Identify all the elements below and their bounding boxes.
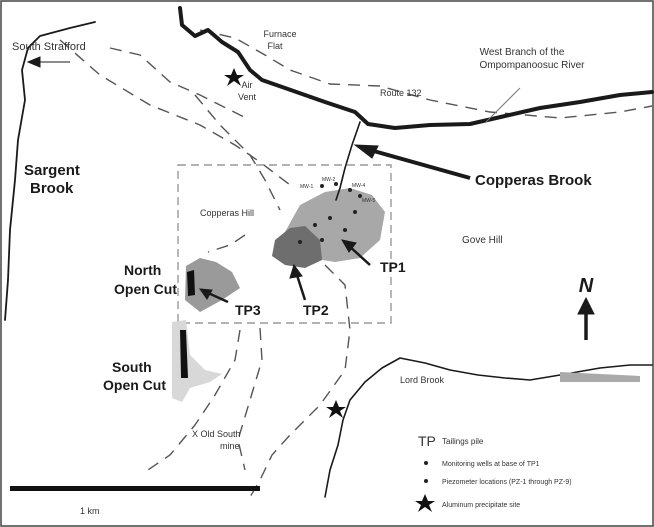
legend-wells-text: Monitoring wells at base of TP1 — [442, 461, 540, 468]
copperas-arrow-head — [353, 144, 379, 159]
tp1-arrow-head — [340, 239, 357, 253]
scale-label: 1 km — [80, 506, 100, 516]
tp2-arrow-head — [289, 263, 303, 279]
west-branch-label-2: Ompompanoosuc River — [479, 60, 585, 71]
north-open-cut-label: North — [124, 262, 161, 278]
well-label: MW-2 — [322, 177, 335, 183]
study-area-box — [177, 164, 392, 324]
south-open-cut-label-2: Open Cut — [103, 377, 166, 393]
legend-aluminum-text: Aluminum precipitate site — [442, 502, 520, 509]
lord-brook-pond — [560, 372, 640, 382]
legend-tp-abbrev: TP — [418, 433, 436, 449]
copperas-hill-label: Copperas Hill — [200, 208, 254, 218]
north-arrow-head — [577, 296, 595, 315]
south-strafford-arrow-head — [26, 56, 41, 68]
piezometer — [343, 228, 347, 232]
air-vent-star-icon — [224, 68, 244, 86]
tp2-label: TP2 — [303, 302, 329, 318]
old-south-mine-label-2: mine — [220, 441, 240, 451]
furnace-flat-label: Furnace — [263, 29, 296, 39]
legend-piezometer-marker — [424, 479, 428, 483]
sargent-brook-label-2: Brook — [30, 180, 74, 197]
well-label: MW-1 — [300, 184, 313, 190]
air-vent-label-2: Vent — [238, 92, 257, 102]
route-label: Route 132 — [380, 88, 422, 98]
piezometer — [353, 210, 357, 214]
south-cut-pit — [180, 330, 188, 378]
west-branch-label: West Branch of the — [480, 47, 565, 58]
well-mw5 — [358, 194, 362, 198]
copperas-brook-stream — [335, 121, 361, 201]
road-south-3 — [237, 327, 263, 471]
piezometer — [298, 240, 302, 244]
scale-bar — [10, 486, 260, 491]
well-points — [298, 182, 362, 244]
north-label: N — [579, 275, 594, 297]
route-132-road — [199, 29, 653, 119]
well-label: MW-4 — [352, 183, 365, 189]
north-cut-pit — [187, 270, 195, 296]
river-leader-line — [485, 87, 521, 123]
legend-piezo-text: Piezometer locations (PZ-1 through PZ-9) — [442, 479, 572, 486]
road-south-1 — [249, 264, 351, 498]
south-open-cut-label: South — [112, 359, 152, 375]
tp2-pile — [272, 226, 322, 268]
tp1-label: TP1 — [380, 259, 406, 275]
lord-brook-stream — [324, 357, 653, 498]
waterways — [4, 6, 654, 498]
sargent-brook-label: Sargent — [24, 162, 80, 179]
old-south-mine-label: X Old South — [192, 429, 241, 439]
tp3-arrow-head — [198, 288, 213, 300]
well-mw4 — [348, 188, 352, 192]
well-label: MW-5 — [362, 198, 375, 204]
road-cut — [207, 234, 246, 253]
sargent-brook-stream — [4, 21, 96, 321]
piezometer — [328, 216, 332, 220]
gove-hill-label: Gove Hill — [462, 235, 503, 246]
pointer-arrows — [26, 56, 595, 340]
furnace-flat-label-2: Flat — [267, 41, 283, 51]
air-vent-label: Air — [242, 80, 253, 90]
legend-star-icon — [415, 494, 435, 512]
north-open-cut-label-2: Open Cut — [114, 281, 177, 297]
piezometer — [320, 238, 324, 242]
copperas-brook-label: Copperas Brook — [475, 172, 592, 189]
south-strafford-label: South Strafford — [12, 41, 86, 53]
copperas-arrow — [369, 148, 471, 180]
lord-brook-label: Lord Brook — [400, 375, 445, 385]
road-west — [59, 39, 291, 186]
road-north — [109, 47, 251, 121]
well-mw2 — [334, 182, 338, 186]
road-south-2 — [144, 329, 241, 473]
west-branch-river — [178, 6, 654, 130]
legend-tp-text: Tailings pile — [442, 437, 484, 446]
legend-well-marker — [424, 461, 428, 465]
lord-brook-star-icon — [326, 400, 346, 418]
roads — [59, 29, 653, 498]
legend: TP Tailings pile Monitoring wells at bas… — [415, 433, 572, 512]
road-mid — [194, 94, 281, 211]
tp3-label: TP3 — [235, 302, 261, 318]
tp3-pile — [185, 258, 240, 312]
well-mw1 — [320, 184, 324, 188]
piezometer — [313, 223, 317, 227]
